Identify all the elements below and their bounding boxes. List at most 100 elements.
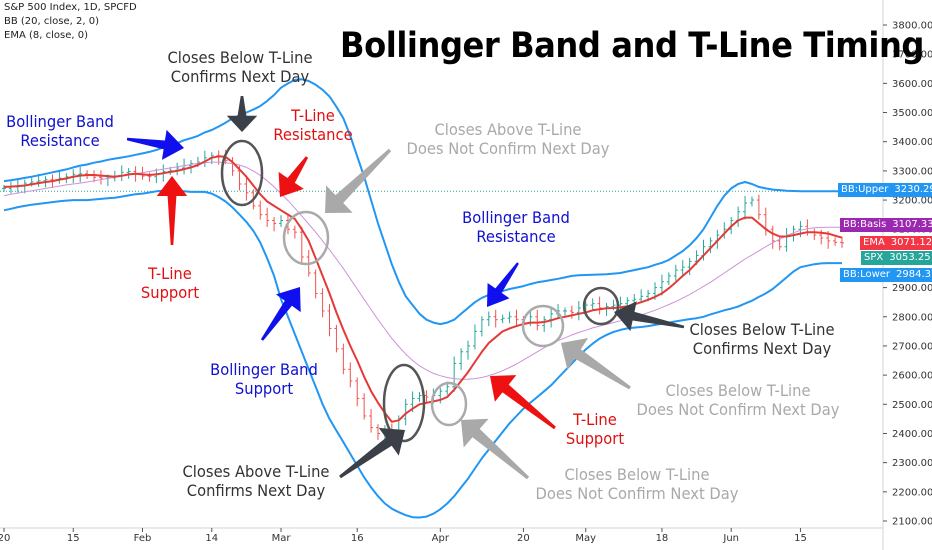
- y-tick-label: 3300.00: [892, 166, 932, 177]
- highlight-circle: [430, 381, 468, 427]
- annotation-line: Bollinger Band: [210, 360, 318, 379]
- highlight-circle: [521, 304, 565, 348]
- annotation-arrow: [461, 418, 530, 480]
- x-tick-label: Mar: [272, 533, 292, 544]
- x-tick-label: 20: [517, 533, 530, 544]
- price-badge-value: 3107.33: [889, 218, 932, 232]
- annotation-line: Does Not Confirm Next Day: [636, 400, 840, 419]
- y-tick-label: 2100.00: [892, 517, 932, 528]
- annotation-arrow: [278, 156, 309, 197]
- series-line-bb-lower: [3, 189, 842, 519]
- y-tick-label: 3500.00: [892, 108, 932, 119]
- highlight-circle: [220, 139, 264, 207]
- highlight-circle: [282, 210, 330, 266]
- annotation-line: Confirms Next Day: [186, 481, 326, 500]
- annotation-line: Closes Below T-Line: [564, 465, 710, 484]
- x-tick-label: 15: [67, 533, 80, 544]
- highlight-circle: [582, 286, 620, 326]
- annotation-arrow: [614, 301, 685, 332]
- y-tick-label: 3600.00: [892, 79, 932, 90]
- annotation-arrow: [487, 262, 519, 307]
- x-tick-label: Feb: [134, 533, 152, 544]
- price-badge-name: BB:Lower: [840, 268, 894, 282]
- x-tick-label: Apr: [432, 533, 450, 544]
- annotation-line: Closes Above T-Line: [434, 120, 582, 139]
- annotation-line: T-Line: [573, 410, 617, 429]
- annotation-arrow: [325, 148, 392, 213]
- annotation-line: Support: [565, 429, 625, 448]
- annotation-line: Resistance: [476, 227, 556, 246]
- price-badge-value: 3053.25: [886, 251, 932, 265]
- x-tick-label: 16: [351, 533, 364, 544]
- annotation-line: Confirms Next Day: [692, 339, 832, 358]
- annotation-line: Resistance: [20, 131, 100, 150]
- y-tick-label: 2300.00: [892, 458, 932, 469]
- y-tick-label: 3700.00: [892, 50, 932, 61]
- y-tick-label: 2800.00: [892, 312, 932, 323]
- annotation-line: Does Not Confirm Next Day: [406, 139, 610, 158]
- bb-indicator-header[interactable]: BB (20, close, 2, 0): [4, 16, 99, 27]
- price-badge-name: SPX: [861, 251, 887, 265]
- y-tick-label: 2900.00: [892, 283, 932, 294]
- annotation-arrow: [561, 338, 631, 390]
- price-badge-value: 2984.37: [893, 268, 932, 282]
- annotation-line: T-Line: [148, 264, 192, 283]
- annotation-arrow: [226, 96, 258, 132]
- price-badge-value: 3071.12: [887, 236, 932, 250]
- annotation-arrow: [339, 427, 405, 479]
- x-tick-label: May: [575, 533, 596, 544]
- y-tick-label: 2400.00: [892, 429, 932, 440]
- price-badge-value: 3230.29: [891, 183, 932, 197]
- annotation-line: Bollinger Band: [6, 112, 114, 131]
- annotation-arrow: [126, 129, 184, 160]
- y-tick-label: 2700.00: [892, 341, 932, 352]
- price-badge-name: EMA: [860, 236, 888, 250]
- ema-indicator-header[interactable]: EMA (8, close, 0): [4, 30, 88, 41]
- y-tick-label: 3400.00: [892, 137, 932, 148]
- highlight-circle: [382, 363, 426, 443]
- x-tick-label: 15: [794, 533, 807, 544]
- annotation-line: Confirms Next Day: [170, 67, 310, 86]
- x-tick-label: 18: [656, 533, 669, 544]
- annotation-line: Support: [140, 283, 200, 302]
- annotation-arrow: [156, 176, 188, 245]
- annotation-line: Closes Above T-Line: [182, 462, 330, 481]
- annotation-line: Bollinger Band: [462, 208, 570, 227]
- y-tick-label: 3200.00: [892, 196, 932, 207]
- annotation-line: Resistance: [273, 125, 353, 144]
- symbol-header[interactable]: S&P 500 Index, 1D, SPCFD: [4, 2, 137, 13]
- series-line-bb-basis: [3, 161, 842, 380]
- y-tick-label: 2200.00: [892, 487, 932, 498]
- y-tick-label: 2600.00: [892, 371, 932, 382]
- annotation-arrow: [260, 287, 301, 341]
- annotation-line: T-Line: [291, 106, 335, 125]
- chart-title: Bollinger Band and T-Line Timing: [340, 26, 925, 66]
- annotation-line: Closes Below T-Line: [689, 320, 835, 339]
- annotation-line: Does Not Confirm Next Day: [535, 484, 739, 503]
- x-tick-label: 14: [205, 533, 218, 544]
- price-badge-name: BB:Basis: [840, 218, 890, 232]
- annotation-line: Closes Below T-Line: [665, 381, 811, 400]
- series-line-bb-upper: [3, 78, 842, 326]
- annotation-arrow: [490, 375, 556, 430]
- price-badge-name: BB:Upper: [838, 183, 892, 197]
- y-tick-label: 2500.00: [892, 400, 932, 411]
- x-tick-label: Jun: [722, 533, 739, 544]
- y-tick-label: 3800.00: [892, 21, 932, 32]
